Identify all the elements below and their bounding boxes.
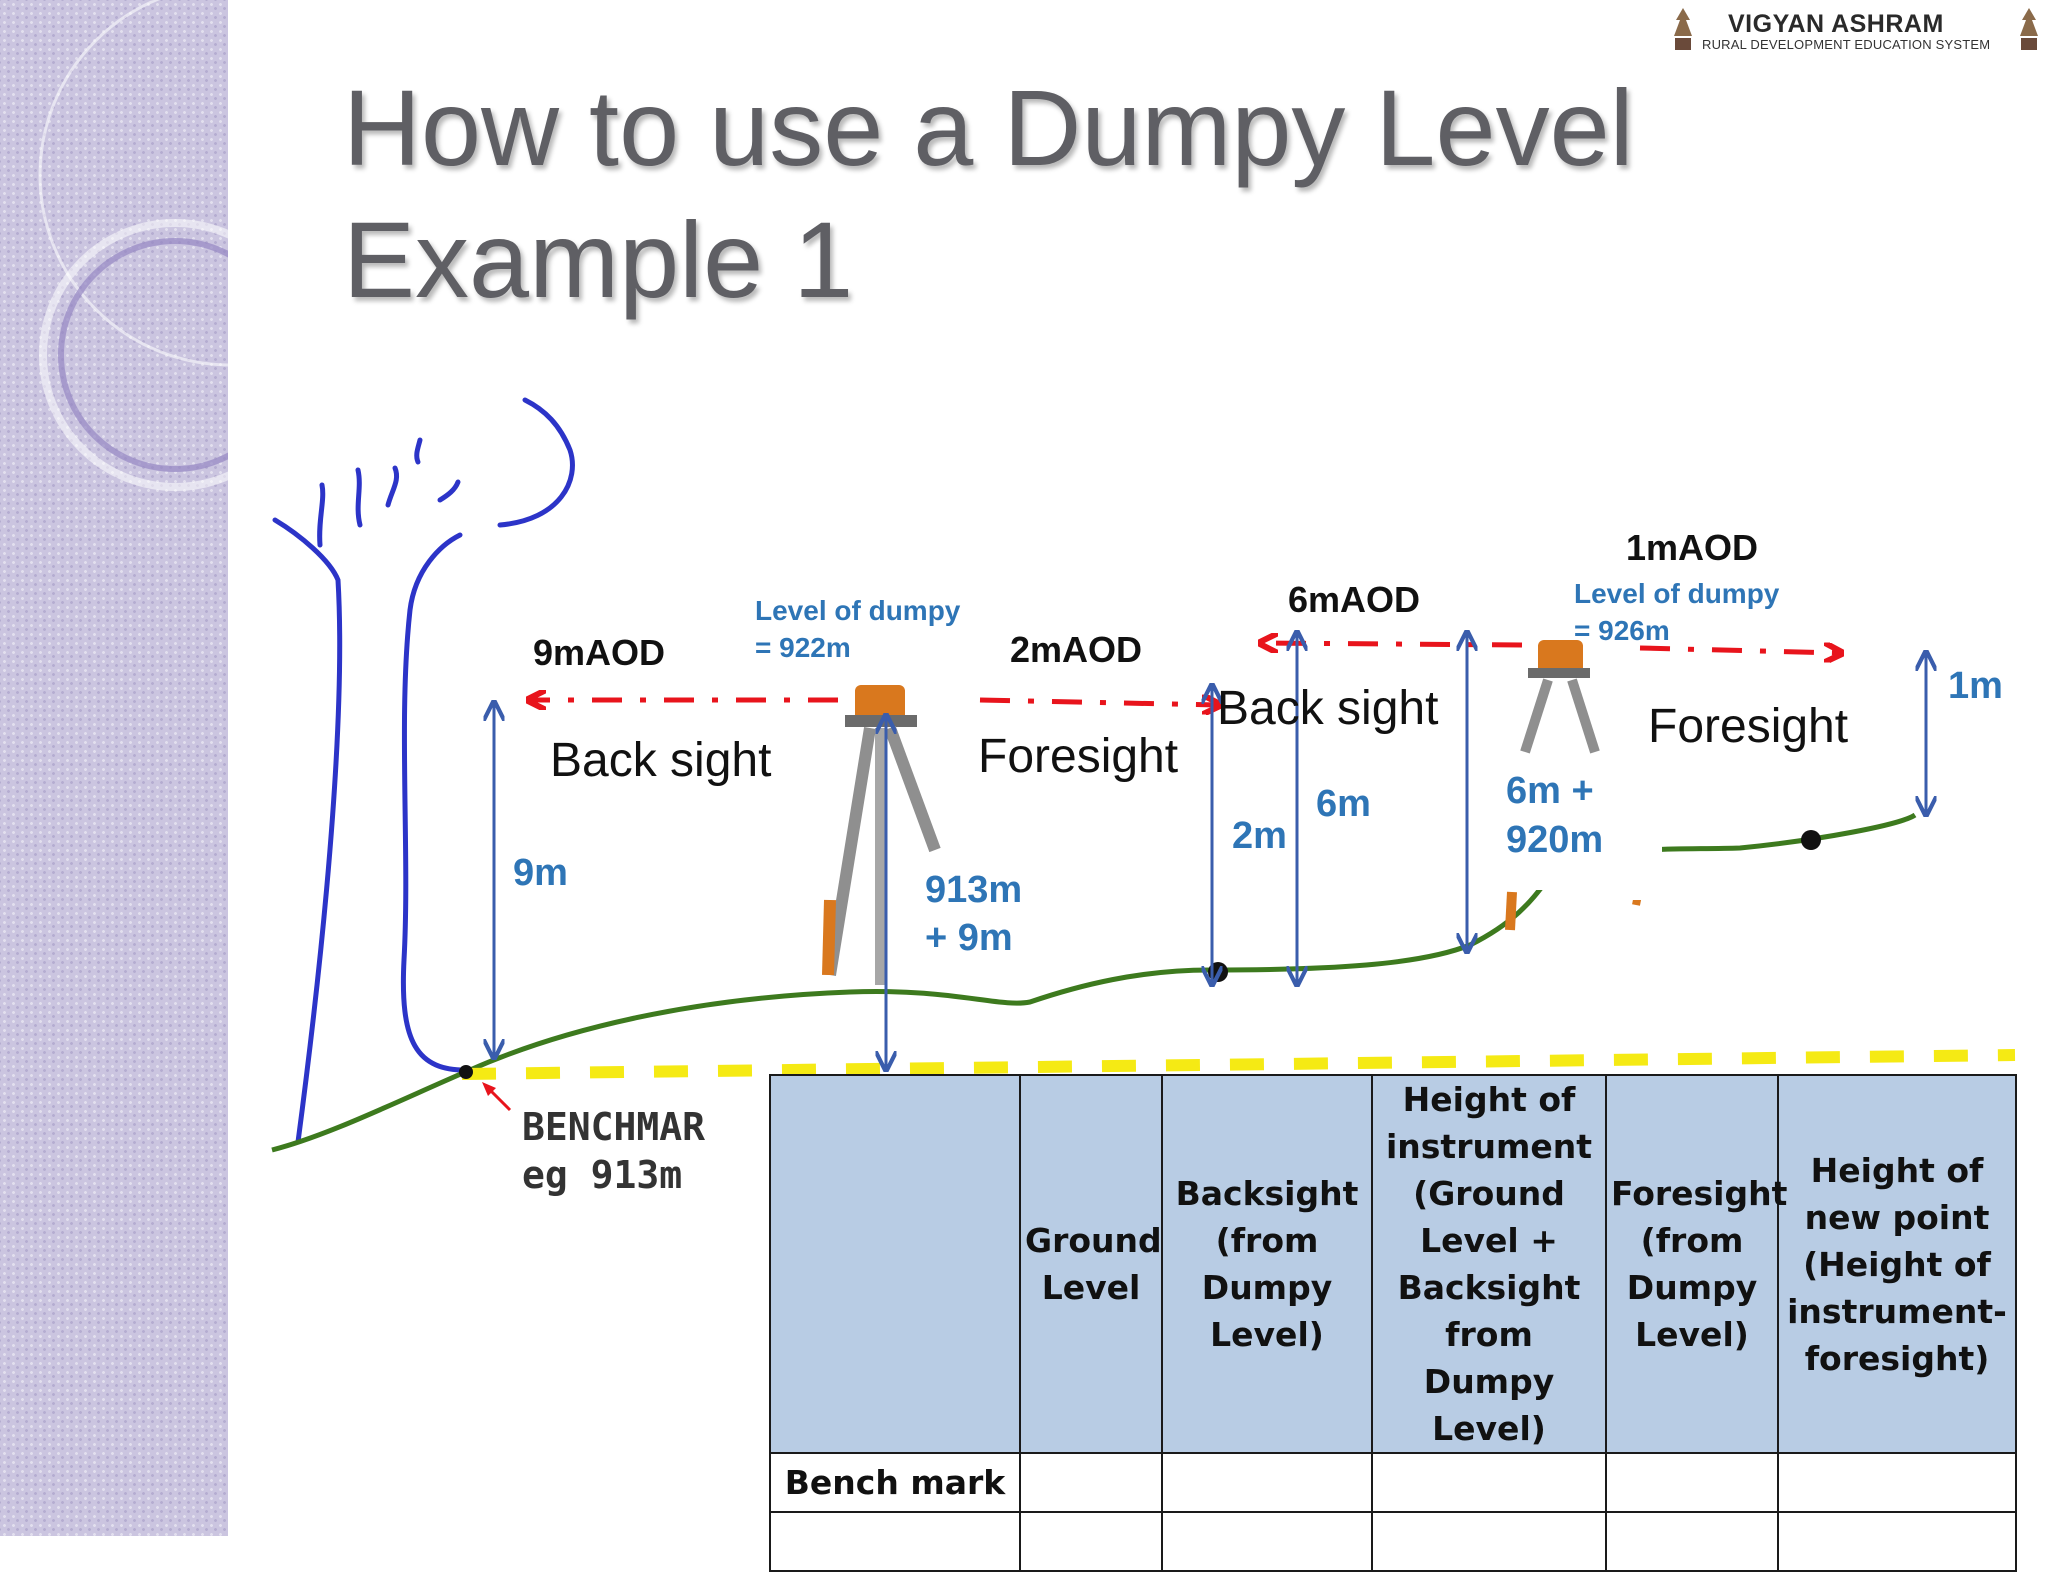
benchmark-point — [459, 1065, 473, 1079]
header-backsight: Backsight (from Dumpy Level) — [1161, 1074, 1373, 1454]
back-sight-label-1: Back sight — [550, 734, 771, 787]
foresight-label-1: Foresight — [978, 730, 1178, 783]
table-cell — [1161, 1452, 1373, 1513]
tripod-icon — [822, 685, 941, 985]
foresight-line-1 — [979, 700, 1218, 705]
dim-913-line1: 913m — [925, 869, 1022, 911]
foresight-label-2: Foresight — [1648, 700, 1848, 753]
ground-point — [1801, 830, 1821, 850]
level-dumpy-2-line2: = 926m — [1574, 615, 1670, 646]
tree-icon — [272, 397, 575, 1145]
dim-6-920-line1: 6m + — [1506, 770, 1594, 812]
benchmark-arrow-head — [482, 1082, 496, 1096]
datum-line — [461, 1049, 2016, 1080]
logo-tagline: RURAL DEVELOPMENT EDUCATION SYSTEM — [1702, 37, 1991, 52]
dim-6m: 6m — [1316, 783, 1371, 825]
table-cell — [1777, 1452, 2017, 1513]
aod-label-2: 2mAOD — [1010, 629, 1142, 670]
row-label-bench-mark: Bench mark — [769, 1452, 1021, 1513]
table-row — [769, 1511, 2017, 1572]
title-line-1: How to use a Dumpy Level — [343, 67, 1634, 188]
dumpy-level-diagram: 9mAOD 2mAOD 6mAOD 1mAOD Level of dumpy =… — [271, 397, 2016, 1197]
table-cell — [1777, 1511, 2017, 1572]
aod-label-9: 9mAOD — [533, 632, 665, 673]
levelling-table: Ground Level Backsight (from Dumpy Level… — [769, 1074, 2017, 1572]
label-backing — [1632, 760, 1662, 900]
table-cell — [1371, 1452, 1607, 1513]
dim-913-line2: + 9m — [925, 917, 1013, 959]
emblem-icon — [1674, 8, 1692, 50]
header-height-of-new-point: Height of new point (Height of instrumen… — [1777, 1074, 2017, 1454]
table-cell — [1019, 1511, 1163, 1572]
aod-label-1: 1mAOD — [1626, 527, 1758, 568]
table-row: Bench mark — [769, 1452, 2017, 1513]
title-line-2: Example 1 — [343, 199, 854, 320]
table-cell — [1161, 1511, 1373, 1572]
table-header-row: Ground Level Backsight (from Dumpy Level… — [769, 1074, 2017, 1454]
header-height-of-instrument: Height of instrument (Ground Level + Bac… — [1371, 1074, 1607, 1454]
dim-2m: 2m — [1232, 815, 1287, 857]
foresight-line-2 — [1639, 648, 1840, 653]
benchmark-label-line1: BENCHMAR — [522, 1105, 705, 1149]
dim-9m: 9m — [513, 852, 568, 894]
level-dumpy-2-line1: Level of dumpy — [1574, 578, 1780, 609]
table-cell — [769, 1511, 1021, 1572]
back-sight-line-2 — [1262, 643, 1523, 645]
logo-name: VIGYAN ASHRAM — [1728, 10, 1944, 38]
table-cell — [1605, 1511, 1779, 1572]
back-sight-label-2: Back sight — [1217, 682, 1438, 735]
sidebar-decoration — [0, 0, 228, 1536]
benchmark-label-line2: eg 913m — [522, 1153, 682, 1197]
table-cell — [1371, 1511, 1607, 1572]
tripod-icon — [1505, 640, 1644, 931]
label-backing — [1512, 755, 1632, 890]
table-cell — [1605, 1452, 1779, 1513]
header-foresight: Foresight (from Dumpy Level) — [1605, 1074, 1787, 1454]
header-cell-blank — [769, 1074, 1021, 1454]
sidebar-rings — [38, 0, 228, 491]
slide-title: How to use a Dumpy Level Example 1 — [343, 62, 1743, 326]
ground-line — [271, 812, 1917, 1153]
header-ground-level: Ground Level — [1019, 1074, 1163, 1454]
aod-label-6: 6mAOD — [1288, 579, 1420, 620]
vigyan-ashram-logo: VIGYAN ASHRAM RURAL DEVELOPMENT EDUCATIO… — [1668, 6, 2044, 56]
table-cell — [1019, 1452, 1163, 1513]
dim-1m: 1m — [1948, 665, 2003, 707]
dim-6-920-line2: 920m — [1506, 819, 1603, 861]
level-dumpy-1-line2: = 922m — [755, 632, 851, 663]
level-dumpy-1-line1: Level of dumpy — [755, 595, 961, 626]
emblem-icon — [2020, 8, 2038, 50]
